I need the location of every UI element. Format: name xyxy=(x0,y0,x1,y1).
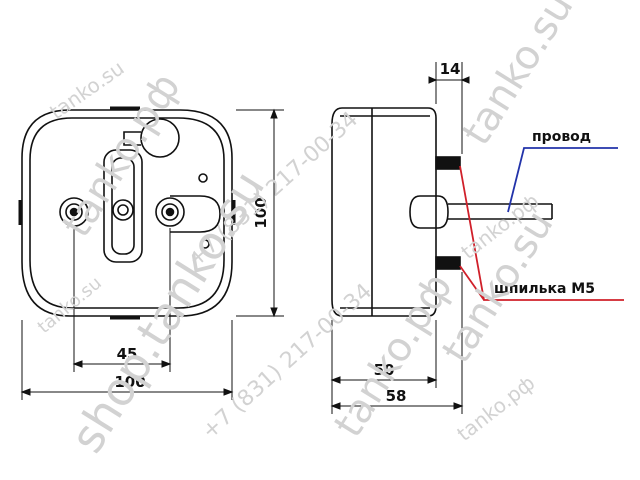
side-dimensions xyxy=(330,62,470,414)
dim-side-body: 50 xyxy=(374,361,395,379)
stud-leader-line-bottom xyxy=(459,265,485,301)
front-top-notch xyxy=(123,131,141,146)
front-mount-right-core xyxy=(165,207,175,217)
front-mount-right-outer xyxy=(155,197,185,227)
side-stud-top xyxy=(435,156,461,170)
label-stud: шпилька М5 xyxy=(494,281,595,297)
watermark-text: tanko.su xyxy=(45,56,128,124)
front-right-boss xyxy=(170,195,221,233)
side-stud-bottom xyxy=(435,256,461,270)
side-view xyxy=(331,107,553,317)
front-center-slot-outer xyxy=(103,149,143,263)
front-housing-outline xyxy=(21,109,233,317)
dim-front-height: 100 xyxy=(252,197,270,228)
front-center-slot-inner xyxy=(111,157,135,255)
dim-front-spacing: 45 xyxy=(117,345,138,363)
label-wire: провод xyxy=(532,129,591,145)
front-center-screw-core xyxy=(117,204,129,216)
watermark-text: tanko.su xyxy=(34,273,106,338)
front-center-screw xyxy=(112,199,134,221)
front-view xyxy=(18,106,236,320)
watermark-text: tanko.рф xyxy=(452,371,539,446)
front-mount-left-outer xyxy=(59,197,89,227)
wire-leader-line xyxy=(507,147,618,213)
side-housing-outline xyxy=(331,107,437,317)
front-small-screw-bottom xyxy=(200,239,210,249)
watermark-layer: tanko.su tanko.рф +7 (831) 217-00-34 tan… xyxy=(34,0,583,462)
dim-side-total: 58 xyxy=(386,387,407,405)
front-housing-inner xyxy=(29,117,225,309)
side-grommet xyxy=(409,195,449,229)
front-top-boss xyxy=(140,118,180,158)
dim-side-stud: 14 xyxy=(440,60,461,78)
front-small-screw-top xyxy=(198,173,208,183)
front-mount-left-core xyxy=(69,207,79,217)
front-dimensions xyxy=(20,108,284,400)
dim-front-width: 100 xyxy=(114,373,145,391)
front-mount-right-mid xyxy=(161,203,179,221)
front-mount-left-mid xyxy=(65,203,83,221)
